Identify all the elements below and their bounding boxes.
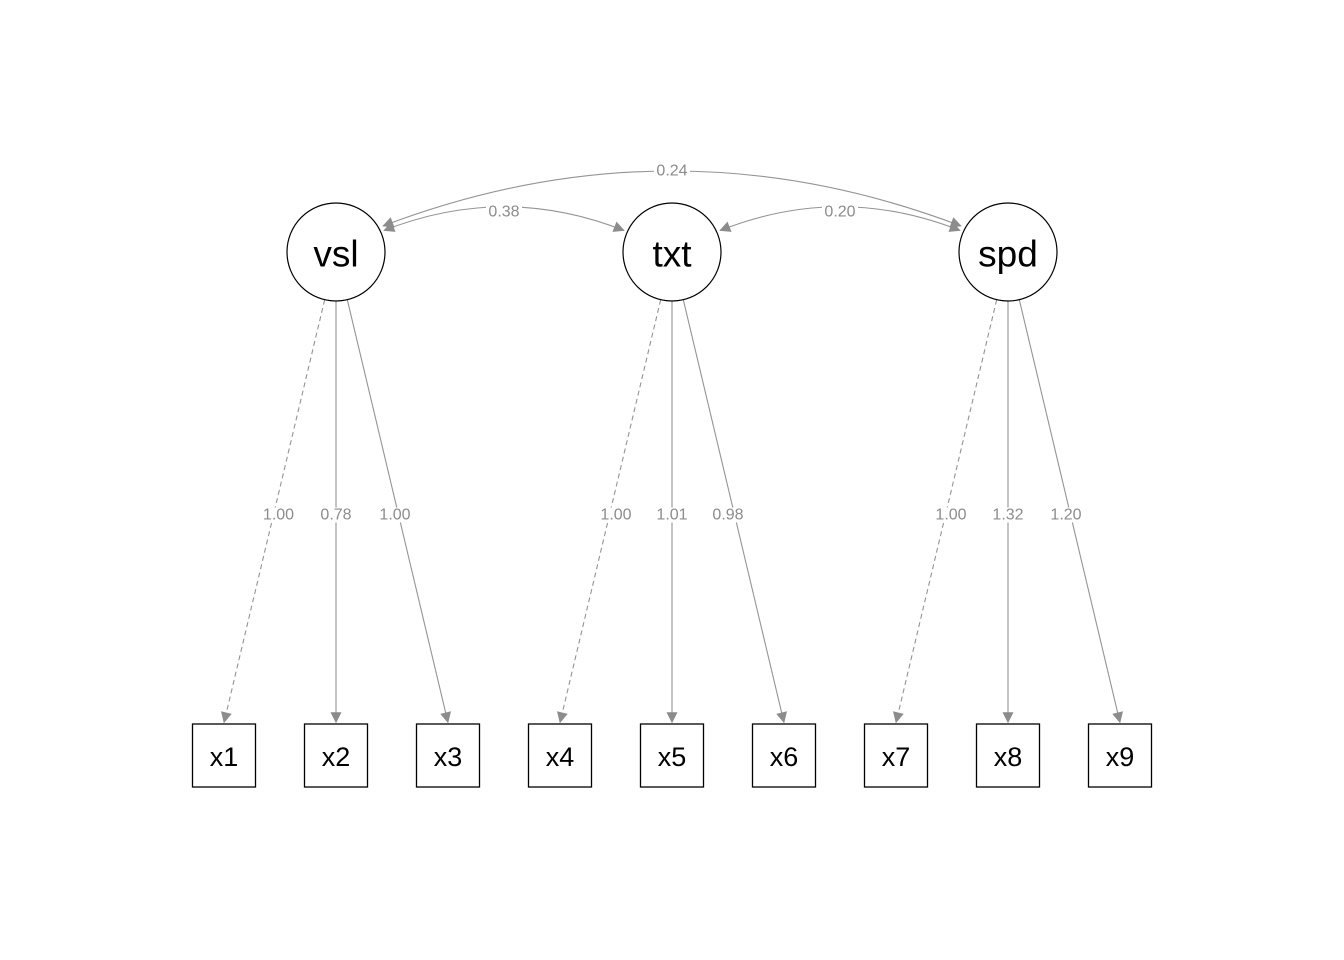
covariance-label-vsl-spd: 0.24 [654, 163, 690, 180]
indicator-node-x4: x4 [527, 723, 593, 788]
loading-labels: 1.00 0.78 1.00 1.00 1.01 0.98 1.00 1.32 [260, 507, 1085, 524]
indicator-box-x1 [191, 723, 257, 788]
label-bg [654, 163, 690, 179]
indicator-node-x8: x8 [975, 723, 1041, 788]
indicator-box-x6 [751, 723, 817, 788]
label-bg [597, 507, 635, 523]
label-bg [822, 204, 858, 220]
covariance-label-txt-spd: 0.20 [822, 204, 858, 221]
loading-label-x8: 1.32 [989, 507, 1027, 524]
loading-value: 1.32 [992, 507, 1023, 524]
label-bg [376, 507, 414, 523]
factor-label-txt: txt [652, 234, 692, 275]
indicator-box-x5 [639, 723, 705, 788]
indicator-label-x3: x3 [434, 742, 463, 772]
loading-value: 1.01 [656, 507, 687, 524]
loading-label-x1: 1.00 [260, 507, 297, 524]
indicator-label-x9: x9 [1106, 742, 1135, 772]
indicator-node-x7: x7 [863, 723, 929, 788]
factor-node-spd: spd [958, 202, 1058, 302]
loading-value: 1.00 [379, 507, 410, 524]
loading-label-x5: 1.01 [653, 507, 691, 524]
indicator-label-x6: x6 [770, 742, 799, 772]
indicator-node-x5: x5 [639, 723, 705, 788]
loading-label-x6: 0.98 [709, 507, 747, 524]
indicator-label-x5: x5 [658, 742, 687, 772]
factor-node-vsl: vsl [286, 202, 386, 302]
indicator-nodes: x1 x2 x3 x4 x5 x6 x7 x8 [191, 723, 1153, 788]
loading-value: 0.78 [320, 507, 351, 524]
indicator-label-x2: x2 [322, 742, 351, 772]
factor-circle-vsl [286, 202, 386, 302]
loading-label-x3: 1.00 [376, 507, 414, 524]
indicator-node-x2: x2 [303, 723, 369, 788]
covariance-label-vsl-txt: 0.38 [486, 204, 522, 221]
factor-label-vsl: vsl [313, 234, 358, 275]
indicator-box-x2 [303, 723, 369, 788]
indicator-label-x7: x7 [882, 742, 911, 772]
loading-value: 0.98 [712, 507, 743, 524]
indicator-box-x7 [863, 723, 929, 788]
loading-value: 1.20 [1050, 507, 1081, 524]
loading-value: 1.00 [263, 507, 294, 524]
factor-circle-spd [958, 202, 1058, 302]
label-bg [1047, 507, 1085, 523]
indicator-label-x4: x4 [546, 742, 575, 772]
covariance-value: 0.24 [656, 163, 687, 180]
loading-label-x9: 1.20 [1047, 507, 1085, 524]
loading-label-x2: 0.78 [317, 507, 355, 524]
label-bg [486, 204, 522, 220]
label-bg [932, 507, 970, 523]
label-bg [989, 507, 1027, 523]
indicator-node-x3: x3 [415, 723, 481, 788]
label-bg [709, 507, 747, 523]
loading-label-x7: 1.00 [932, 507, 970, 524]
covariance-value: 0.38 [488, 204, 519, 221]
indicator-box-x3 [415, 723, 481, 788]
indicator-node-x6: x6 [751, 723, 817, 788]
indicator-node-x1: x1 [191, 723, 257, 788]
indicator-box-x8 [975, 723, 1041, 788]
factor-circle-txt [622, 202, 722, 302]
factor-node-txt: txt [622, 202, 722, 302]
label-bg [260, 507, 297, 523]
indicator-label-x1: x1 [210, 742, 239, 772]
loading-label-x4: 1.00 [597, 507, 635, 524]
latent-factor-nodes: vsl txt spd [286, 202, 1058, 302]
factor-label-spd: spd [978, 234, 1038, 275]
loading-value: 1.00 [935, 507, 966, 524]
covariance-labels: 0.38 0.20 0.24 [486, 163, 858, 221]
covariance-value: 0.20 [824, 204, 855, 221]
indicator-box-x4 [527, 723, 593, 788]
indicator-label-x8: x8 [994, 742, 1023, 772]
indicator-box-x9 [1087, 723, 1153, 788]
label-bg [317, 507, 355, 523]
label-bg [653, 507, 691, 523]
loading-value: 1.00 [600, 507, 631, 524]
indicator-node-x9: x9 [1087, 723, 1153, 788]
